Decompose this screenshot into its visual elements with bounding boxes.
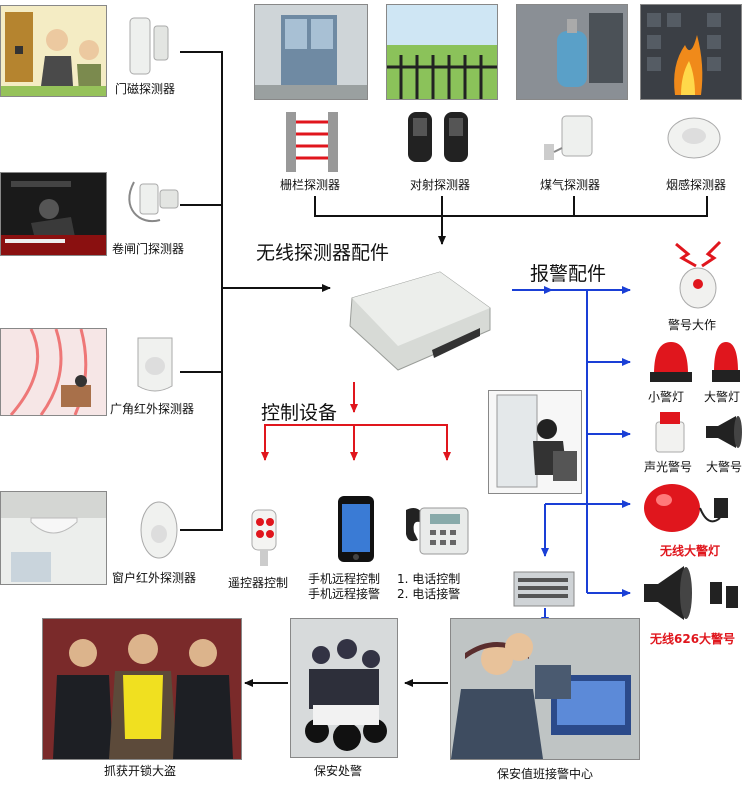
wide-angle-ir-label: 广角红外探测器 bbox=[110, 402, 195, 416]
security-patrol-image bbox=[290, 618, 398, 758]
remote-control-label: 遥控器控制 bbox=[228, 576, 289, 590]
wireless-626-siren-label: 无线626大警号 bbox=[650, 632, 736, 646]
iron-fence-image bbox=[386, 4, 498, 100]
alarm-host bbox=[349, 271, 491, 371]
rolling-door-intrusion-image bbox=[0, 172, 107, 256]
remote-control-icon bbox=[251, 509, 277, 566]
window-ir-label: 窗户红外探测器 bbox=[112, 571, 197, 585]
infrared-coverage-image bbox=[0, 328, 107, 416]
wireless-626-siren-icon bbox=[644, 566, 738, 620]
large-warning-light-label: 大警灯 bbox=[704, 390, 741, 404]
rolling-door-label: 卷闸门探测器 bbox=[112, 242, 185, 256]
mobile-control-label: 手机远程控制 手机远程接警 bbox=[308, 572, 380, 602]
wireless-large-light-icon bbox=[644, 484, 728, 532]
mobile-phone-icon bbox=[338, 496, 374, 562]
window-ir-ceiling-image bbox=[0, 491, 107, 585]
desk-phone-icon bbox=[406, 507, 469, 555]
monitoring-center-image bbox=[450, 618, 640, 760]
horn-icon bbox=[706, 416, 742, 448]
smoke-detector-label: 烟感探测器 bbox=[666, 178, 727, 192]
gas-detector-icon bbox=[544, 115, 593, 160]
large-warning-light-icon bbox=[712, 342, 740, 382]
wireless-large-light-label: 无线大警灯 bbox=[660, 544, 721, 558]
phone-control-line-1: 1. 电话控制 bbox=[397, 572, 461, 586]
door-magnet-label: 门磁探测器 bbox=[115, 82, 176, 96]
burglar-cartoon-image bbox=[0, 5, 107, 97]
strobe-siren-icon bbox=[655, 412, 685, 453]
arrest-image bbox=[42, 618, 242, 760]
security-patrol-label: 保安处警 bbox=[314, 764, 363, 778]
mobile-control-line-2: 手机远程接警 bbox=[308, 587, 381, 601]
rolling-door-detector-icon bbox=[128, 181, 179, 223]
horn-label: 大警号 bbox=[706, 460, 743, 474]
wireless-accessories-title: 无线探测器配件 bbox=[256, 242, 390, 264]
beam-detector-label: 对射探测器 bbox=[410, 178, 471, 192]
alarm-accessories-title: 报警配件 bbox=[530, 263, 607, 285]
door-magnet-icon bbox=[129, 17, 169, 75]
building-facade-image bbox=[254, 4, 368, 100]
fence-detector-label: 栅栏探测器 bbox=[280, 178, 341, 192]
control-devices-title: 控制设备 bbox=[261, 402, 338, 424]
wide-angle-ir-icon bbox=[137, 337, 173, 392]
building-fire-image bbox=[640, 4, 742, 100]
intruder-scene-image bbox=[488, 390, 582, 494]
gas-cylinder-image bbox=[516, 4, 628, 100]
small-warning-light-label: 小警灯 bbox=[648, 390, 685, 404]
fence-beam-detector-icon bbox=[286, 112, 338, 172]
gas-detector-label: 煤气探测器 bbox=[540, 178, 601, 192]
mobile-control-line-1: 手机远程控制 bbox=[308, 572, 381, 586]
alarm-receiver-icon bbox=[513, 571, 575, 607]
monitoring-center-label: 保安值班接警中心 bbox=[497, 767, 594, 781]
siren-icon bbox=[675, 240, 722, 309]
window-ir-detector-icon bbox=[140, 501, 178, 559]
small-warning-light-icon bbox=[650, 342, 692, 382]
strobe-siren-label: 声光警号 bbox=[644, 460, 693, 474]
beam-detector-icon bbox=[408, 112, 468, 162]
smoke-detector-icon bbox=[667, 117, 721, 159]
arrest-label: 抓获开锁大盗 bbox=[104, 764, 177, 778]
phone-control-line-2: 2. 电话接警 bbox=[397, 587, 461, 601]
siren-label: 警号大作 bbox=[668, 318, 717, 332]
phone-control-label: 1. 电话控制 2. 电话接警 bbox=[397, 572, 460, 602]
